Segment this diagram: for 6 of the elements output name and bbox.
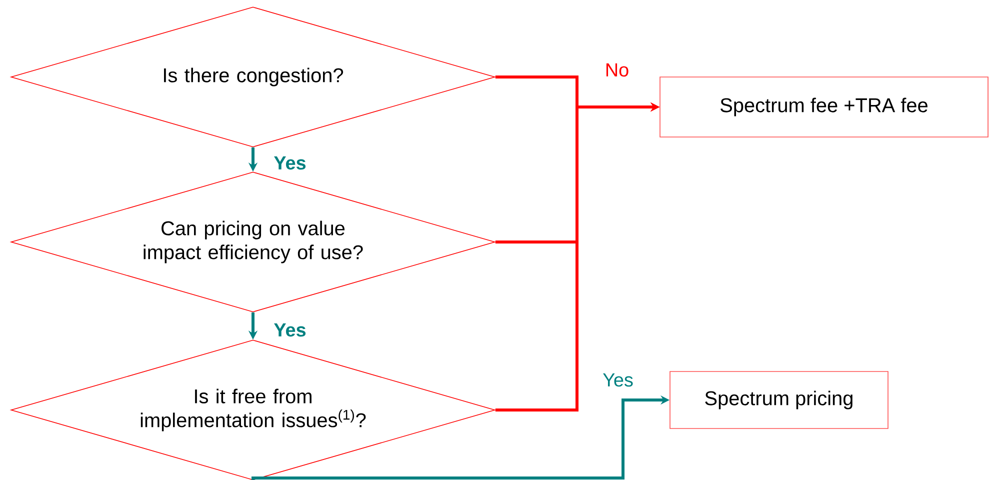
edge-label: Yes [274, 156, 306, 170]
process-box: Spectrum pricing [670, 371, 888, 429]
process-box: Spectrum fee +TRA fee [660, 76, 988, 138]
edge-label: Yes [274, 323, 306, 337]
edge-label: Yes [602, 373, 633, 387]
edge-label: No [606, 63, 628, 77]
